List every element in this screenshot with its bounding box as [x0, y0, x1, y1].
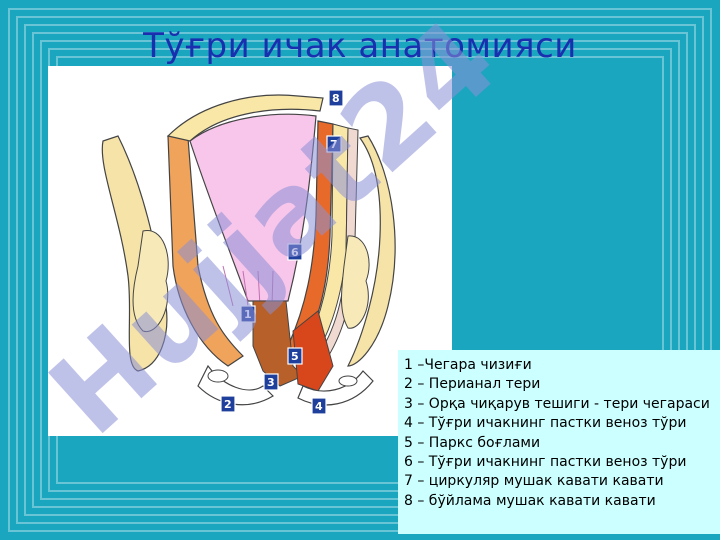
legend-item: 1 –Чегара чизиғи	[404, 357, 532, 373]
legend-item: 8 – бўйлама мушак кавати кавати	[404, 492, 656, 509]
svg-text:5: 5	[291, 350, 299, 363]
svg-text:2: 2	[224, 398, 232, 411]
label-badge-4: 4	[311, 397, 327, 415]
label-badge-5: 5	[287, 347, 303, 365]
legend-item: 5 – Паркс боғлами	[404, 434, 541, 451]
label-badge-1: 1	[240, 305, 256, 323]
svg-text:3: 3	[267, 376, 275, 389]
legend-item: 2 – Перианал тери	[404, 376, 541, 393]
rectum-anatomy-illustration: 8 7 6 1 5 3 2 4	[101, 89, 396, 415]
label-badge-2: 2	[220, 395, 236, 413]
legend-item: 6 – Тўғри ичакнинг пастки веноз тўри	[404, 454, 687, 471]
svg-text:8: 8	[332, 92, 340, 105]
label-badge-7: 7	[326, 135, 342, 153]
anatomy-figure: 8 7 6 1 5 3 2 4	[48, 66, 452, 436]
svg-text:7: 7	[330, 138, 338, 151]
legend-item: 7 – циркуляр мушак кавати кавати	[404, 473, 664, 490]
legend-panel: 1 –Чегара чизиғи 2 – Перианал тери 3 – О…	[398, 350, 720, 534]
legend-item: 4 – Тўғри ичакнинг пастки веноз тўри	[404, 415, 687, 432]
svg-text:4: 4	[315, 400, 323, 413]
label-badge-8: 8	[328, 89, 344, 107]
label-badge-6: 6	[287, 243, 303, 261]
legend-item: 3 – Орқа чиқарув тешиги - тери чегараси	[404, 395, 710, 412]
slide-title: Тўғри ичак анатомияси	[143, 26, 577, 66]
svg-text:6: 6	[291, 246, 299, 259]
svg-text:1: 1	[244, 308, 252, 321]
label-badge-3: 3	[263, 373, 279, 391]
